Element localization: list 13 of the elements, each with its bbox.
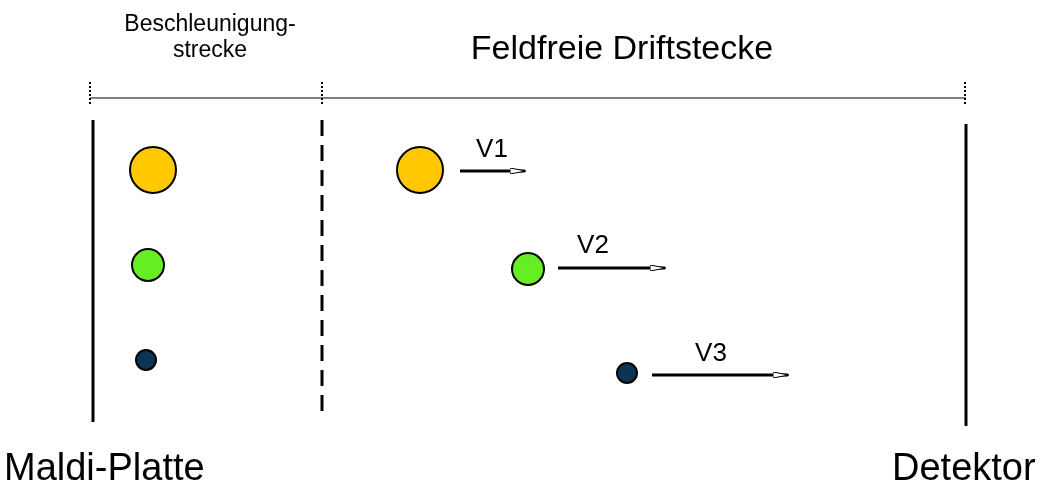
velocity-label: V1 (476, 134, 508, 164)
detector-label: Detektor (892, 446, 1036, 490)
ion-circle (616, 362, 638, 384)
section-label: Beschleunigung-strecke (123, 10, 297, 63)
ion-circle (129, 146, 177, 194)
ion-circle (135, 349, 157, 371)
section-label: Feldfreie Driftstecke (470, 28, 774, 68)
velocity-label: V3 (695, 338, 727, 368)
velocity-label: V2 (577, 230, 609, 260)
plate-label: Maldi-Platte (4, 446, 205, 490)
ion-circle (131, 248, 165, 282)
ion-circle (396, 146, 444, 194)
ion-circle (511, 252, 545, 286)
